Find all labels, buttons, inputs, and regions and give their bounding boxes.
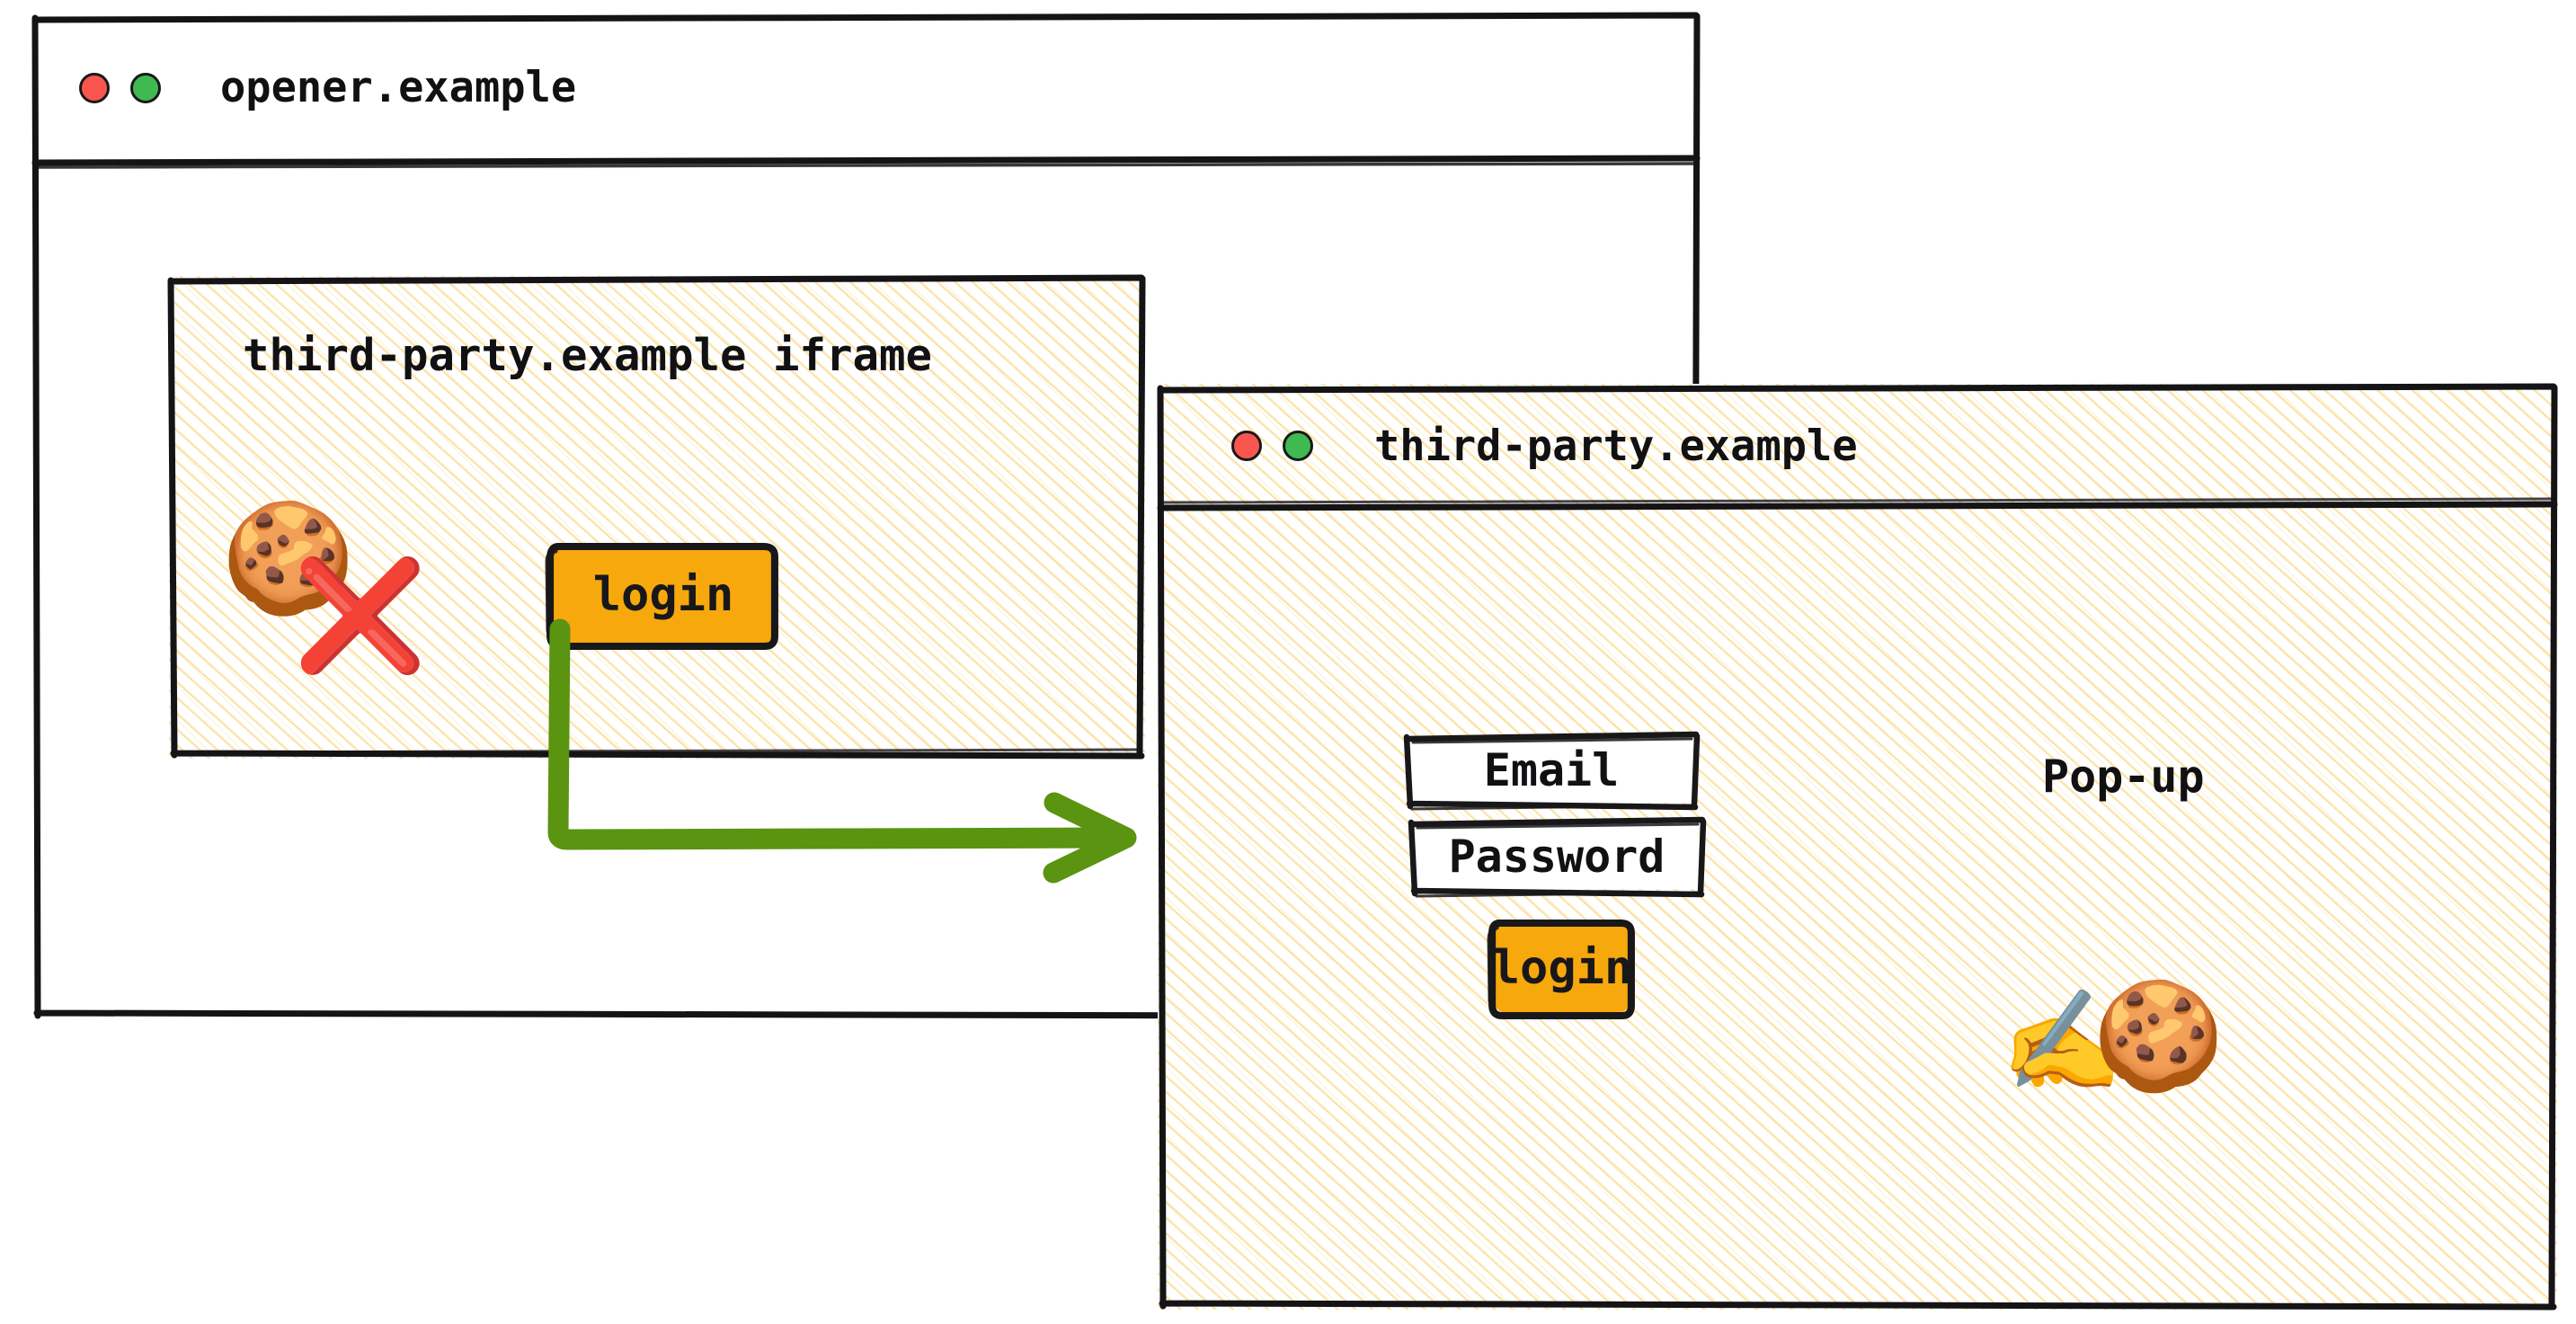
popup-window-title: third-party.example [1374,421,1858,471]
popup-browser-window: third-party.example Email [1157,383,2558,1311]
popup-login-button[interactable]: login [1487,920,1635,1019]
opener-window-title: opener.example [220,63,577,112]
cookie-icon: 🍪 [221,496,356,621]
opener-title-bar: opener.example [32,13,1700,163]
password-field-label: Password [1448,831,1666,883]
popup-traffic-lights [1231,431,1313,461]
iframe-login-button[interactable]: login [545,543,778,650]
cookie-icon: 🍪 [2092,973,2225,1097]
maximize-dot[interactable] [130,72,161,103]
popup-title-bar: third-party.example [1158,384,2557,508]
writing-hand-icon: ✍️ [2001,983,2124,1098]
opener-traffic-lights [79,72,161,103]
email-field-label: Email [1483,744,1620,796]
popup-login-button-label: login [1491,941,1633,995]
password-field[interactable]: Password [1408,816,1707,898]
popup-badge-label: Pop-up [2042,751,2205,803]
iframe-origin-label: third-party.example iframe [243,330,933,381]
close-dot[interactable] [79,72,110,103]
popup-content-area: Email Password [1158,508,2557,1310]
maximize-dot[interactable] [1283,431,1313,461]
iframe-login-button-label: login [592,568,734,622]
close-dot[interactable] [1231,431,1262,461]
email-field[interactable]: Email [1403,731,1701,811]
cross-mark-icon: ❌ [293,554,428,679]
